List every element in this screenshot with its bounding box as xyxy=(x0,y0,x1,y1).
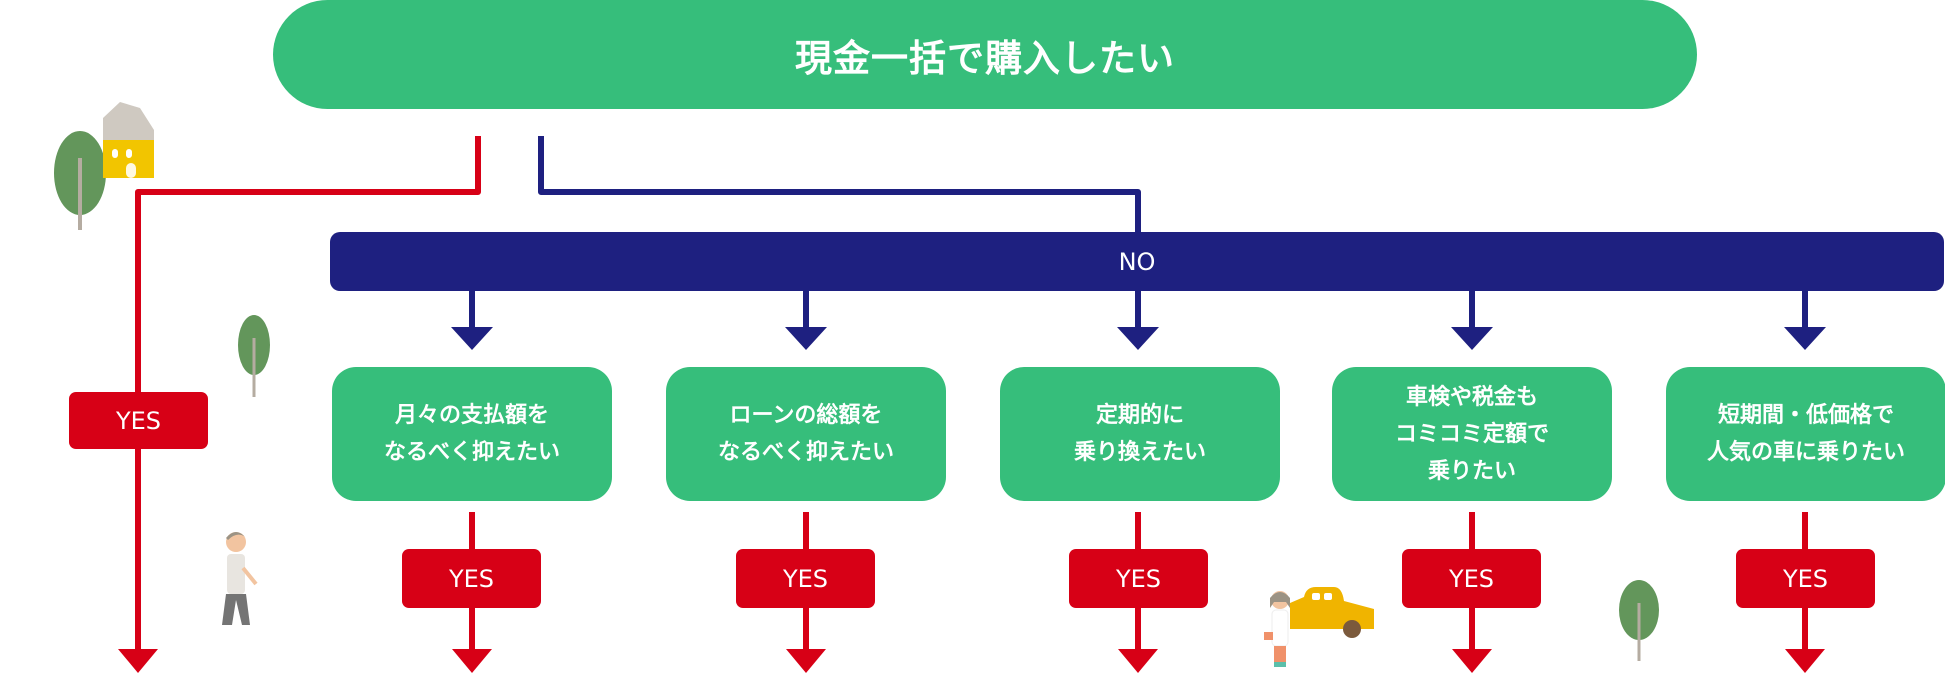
no-bar: NO xyxy=(330,232,1944,291)
option-short-term: 短期間・低価格で 人気の車に乗りたい xyxy=(1666,367,1945,501)
yes-arrowhead xyxy=(1785,649,1825,673)
yes-arrowhead xyxy=(786,649,826,673)
yes-direct-arrowhead xyxy=(118,649,158,673)
yes-connector xyxy=(135,136,481,392)
yes-badge: YES xyxy=(402,549,541,608)
tree-icon xyxy=(1619,580,1659,661)
tree-icon xyxy=(54,131,106,230)
yes-badge: YES xyxy=(1736,549,1875,608)
yes-direct-badge: YES xyxy=(69,392,208,449)
house-icon xyxy=(103,102,154,178)
car-icon xyxy=(1290,587,1374,638)
no-arrowhead xyxy=(785,327,827,350)
yes-badge: YES xyxy=(1402,549,1541,608)
no-arrowhead xyxy=(1451,327,1493,350)
woman-icon xyxy=(1264,591,1290,667)
option-total-loan: ローンの総額を なるべく抑えたい xyxy=(666,367,946,501)
yes-arrowhead xyxy=(1118,649,1158,673)
tree-icon xyxy=(238,315,270,397)
walking-man-icon xyxy=(222,532,258,625)
option-flat-rate: 車検や税金も コミコミ定額で 乗りたい xyxy=(1332,367,1612,501)
option-monthly-payment: 月々の支払額を なるべく抑えたい xyxy=(332,367,612,501)
yes-badge: YES xyxy=(1069,549,1208,608)
yes-badge: YES xyxy=(736,549,875,608)
no-arrowhead xyxy=(451,327,493,350)
option-regular-switch: 定期的に 乗り換えたい xyxy=(1000,367,1280,501)
no-arrowhead xyxy=(1784,327,1826,350)
no-connector xyxy=(538,136,1141,232)
yes-arrowhead xyxy=(452,649,492,673)
yes-arrowhead xyxy=(1452,649,1492,673)
question-box: 現金一括で購入したい xyxy=(273,0,1697,109)
no-arrowhead xyxy=(1117,327,1159,350)
